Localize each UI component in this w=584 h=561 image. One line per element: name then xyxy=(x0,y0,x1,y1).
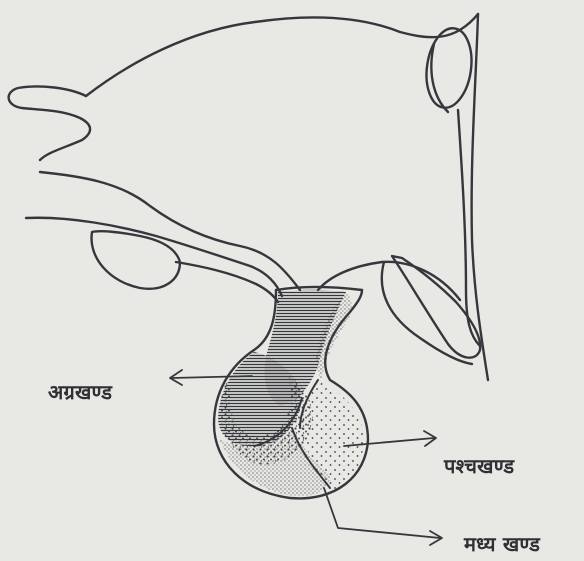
posterior-lobe-label: पश्चखण्ड xyxy=(444,452,514,479)
middle-lobe-label: मध्य खण्ड xyxy=(464,530,540,557)
olfactory-projection xyxy=(9,86,90,160)
ventral-line-lower xyxy=(176,262,278,302)
middle-leader-line xyxy=(324,488,440,538)
brain-outline xyxy=(86,14,478,96)
ventral-line-upper xyxy=(26,218,282,296)
anterior-lobe-label: अग्रखण्ड xyxy=(48,378,112,405)
